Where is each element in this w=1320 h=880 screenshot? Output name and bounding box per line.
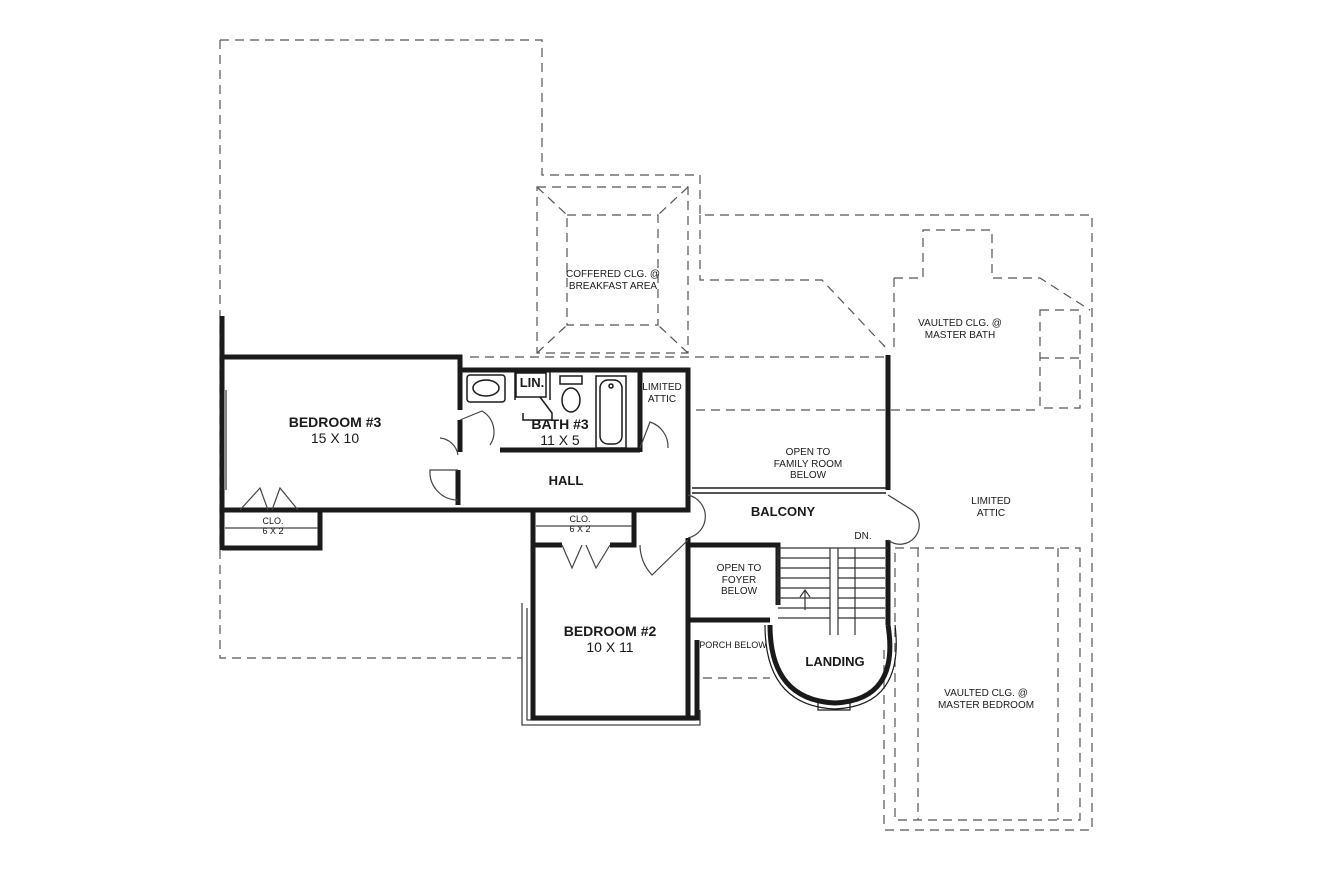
coffered-ceiling-line1: COFFERED CLG. @ xyxy=(565,269,661,280)
light-partitions xyxy=(514,370,551,400)
limited-attic-right-line2: ATTIC xyxy=(976,507,1006,519)
landing-wall xyxy=(764,624,897,711)
open-family-line2: FAMILY ROOM xyxy=(773,458,843,470)
bedroom2-name: BEDROOM #2 xyxy=(563,623,657,639)
closet-rods xyxy=(225,525,632,529)
closet-bedroom3-name: CLO. xyxy=(262,516,284,526)
bath3-name: BATH #3 xyxy=(531,416,589,432)
vaulted-bedroom-label: VAULTED CLG. @ MASTER BEDROOM xyxy=(928,688,1044,711)
open-foyer-line2: FOYER xyxy=(721,574,757,586)
bedroom2-label: BEDROOM #2 10 x 11 xyxy=(555,623,665,655)
closet-bedroom2-label: CLO. 6 x 2 xyxy=(555,514,605,535)
closet-bedroom2-name: CLO. xyxy=(569,514,591,524)
vaulted-bath-label: VAULTED CLG. @ MASTER BATH xyxy=(905,318,1015,341)
bath3-size: 11 x 5 xyxy=(540,432,580,449)
walls xyxy=(219,316,891,721)
bedroom3-name: BEDROOM #3 xyxy=(288,414,382,430)
open-family-label: OPEN TO FAMILY ROOM BELOW xyxy=(760,447,856,482)
vaulted-bath-line2: MASTER BATH xyxy=(924,329,996,341)
landing-label: LANDING xyxy=(805,654,865,669)
open-foyer-label: OPEN TO FOYER BELOW xyxy=(704,563,774,598)
bath3-label: BATH #3 11 x 5 xyxy=(520,416,600,448)
balcony-label: BALCONY xyxy=(750,504,816,519)
closet-bedroom3-size: 6 x 2 xyxy=(262,526,284,537)
coffered-ceiling-line2: BREAKFAST AREA xyxy=(568,280,658,292)
bedroom3-label: BEDROOM #3 15 x 10 xyxy=(280,414,390,446)
lin-label: LIN. xyxy=(519,375,545,390)
door-swings xyxy=(239,410,920,576)
vaulted-bedroom-line1: VAULTED CLG. @ xyxy=(944,688,1028,699)
bath-fixtures xyxy=(466,372,627,449)
bedroom3-size: 15 x 10 xyxy=(310,430,360,447)
closet-bedroom3-label: CLO. 6 x 2 xyxy=(248,516,298,537)
stair xyxy=(777,547,888,635)
limited-attic-upper-line2: ATTIC xyxy=(647,393,677,405)
hall-label: HALL xyxy=(548,473,584,488)
open-foyer-line1: OPEN TO xyxy=(716,563,762,574)
vaulted-bath-line1: VAULTED CLG. @ xyxy=(918,318,1002,329)
open-family-line3: BELOW xyxy=(789,470,827,481)
limited-attic-right-line1: LIMITED xyxy=(971,496,1011,507)
open-family-line1: OPEN TO xyxy=(785,447,831,458)
stair-down-label: DN. xyxy=(854,531,872,542)
bay-window xyxy=(521,603,701,726)
open-foyer-line3: BELOW xyxy=(720,586,758,597)
limited-attic-upper: LIMITED ATTIC xyxy=(634,382,690,405)
balcony-railing xyxy=(692,487,886,494)
limited-attic-upper-line1: LIMITED xyxy=(642,382,682,393)
closet-bedroom2-size: 6 x 2 xyxy=(569,524,591,535)
vaulted-bedroom-line2: MASTER BEDROOM xyxy=(937,699,1035,711)
bedroom2-size: 10 x 11 xyxy=(586,639,634,656)
coffered-ceiling-label: COFFERED CLG. @ BREAKFAST AREA xyxy=(560,269,666,292)
limited-attic-right: LIMITED ATTIC xyxy=(958,496,1024,519)
porch-below-label: PORCH BELOW xyxy=(699,640,767,650)
